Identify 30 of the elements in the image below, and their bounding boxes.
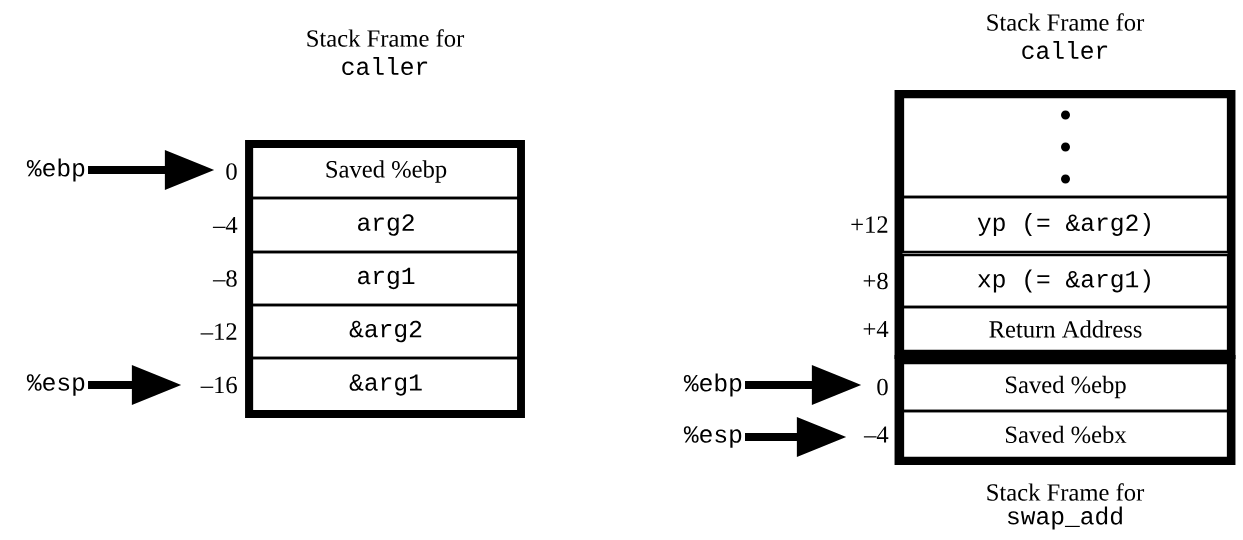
frame-heading: Stack Frame for [987,483,1145,501]
register-label: %ebp [683,373,742,397]
offset-label: –8 [212,270,237,287]
stack-cell: &arg2 [250,303,522,360]
offset-label: +4 [863,320,889,338]
frame-heading: swap_add [1007,506,1122,530]
offset-label: –4 [863,426,889,443]
register-label: %esp [683,426,742,448]
offset-label: 0 [226,163,237,180]
frame-heading: caller [342,56,428,76]
stack-cell: &arg1 [250,356,522,414]
register-label: %ebp [26,158,85,182]
frame-heading: caller [1022,40,1108,60]
stack-cell: arg1 [250,250,522,307]
stack-cell: Saved %ebp [901,361,1230,413]
offset-label: –16 [200,376,237,394]
stack-cell: arg2 [250,196,522,254]
frame-heading: Stack Frame for [987,13,1145,31]
stack-cell: Saved %ebx [901,409,1230,460]
offset-label: –12 [200,323,237,340]
offset-label: –4 [212,216,238,234]
frame-heading: Stack Frame for [307,29,465,47]
offset-label: +8 [863,272,888,290]
stack-cell: yp (= &arg2) [901,195,1230,254]
stack-cell: Return Address [901,305,1230,353]
offset-label: +12 [851,216,888,233]
stack-cell: Saved %ebp [250,143,522,200]
stack-cell: xp (= &arg1) [901,253,1230,309]
offset-label: 0 [877,378,888,396]
register-label: %esp [26,374,85,396]
